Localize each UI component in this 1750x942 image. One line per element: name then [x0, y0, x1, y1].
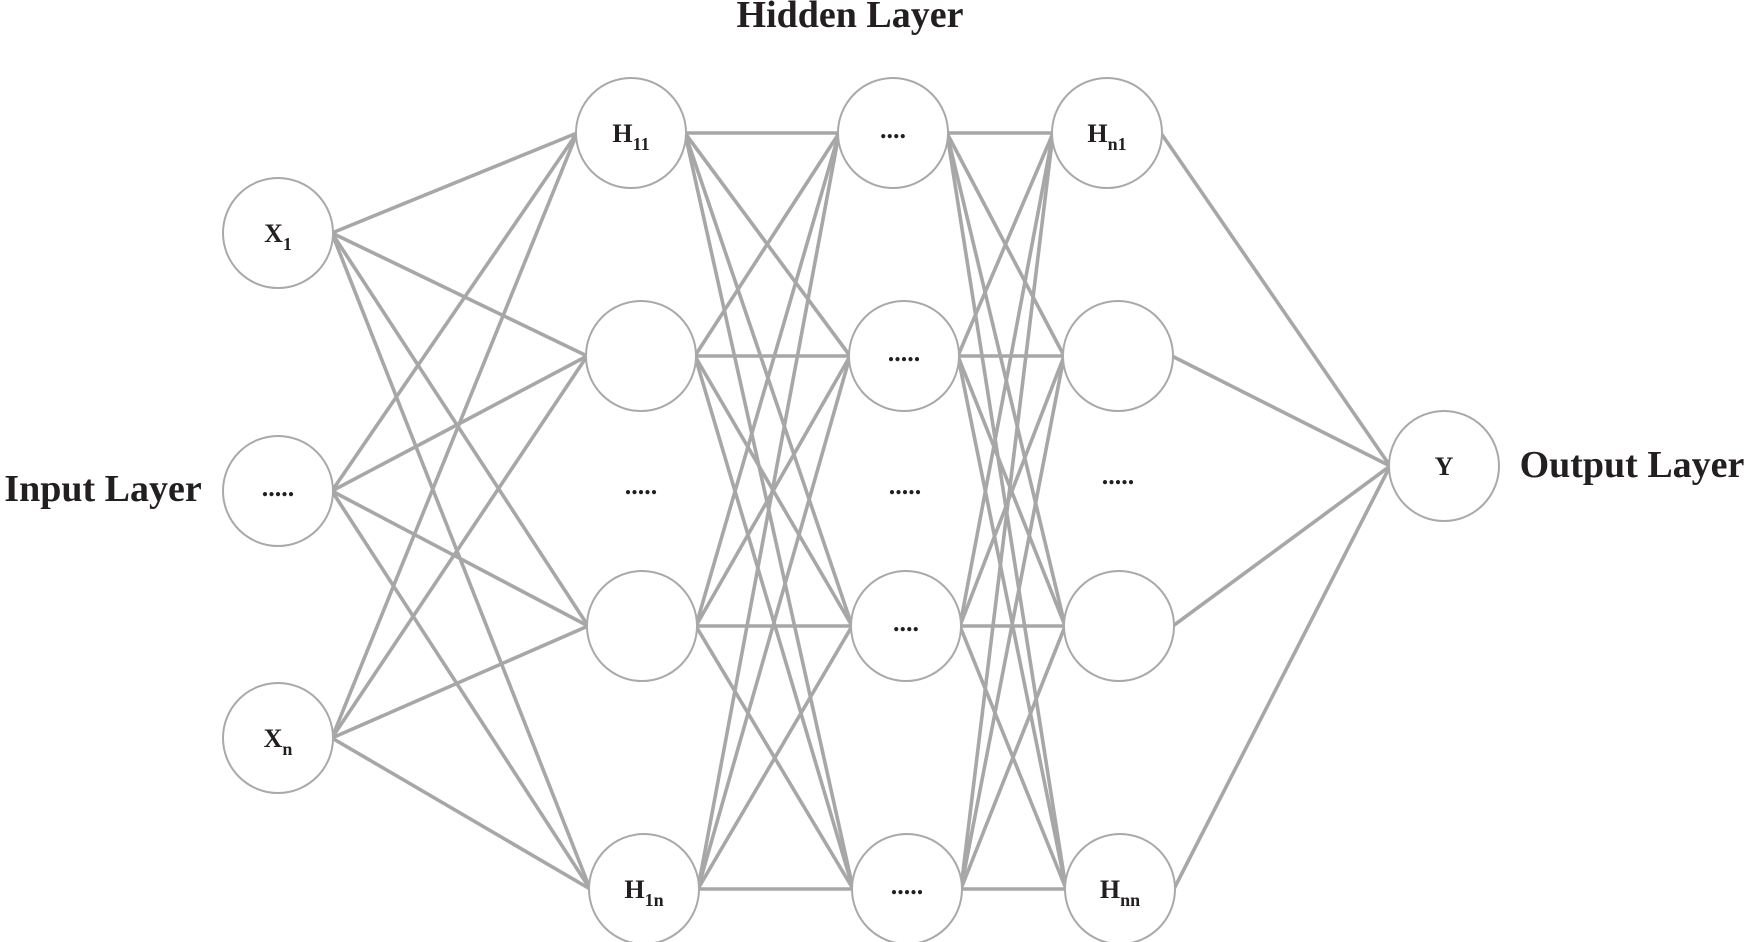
edge-hnn-y [1172, 465, 1392, 890]
node-hn1: Hn1 [1051, 77, 1163, 189]
node-circle-b1 [1062, 300, 1174, 412]
node-main-hn1: H [1087, 119, 1107, 148]
node-sub-h1n: 1n [645, 890, 664, 910]
node-circle-c2d [851, 833, 963, 942]
connections [330, 131, 1392, 891]
node-sub-hnn: nn [1120, 890, 1140, 910]
node-label-hnn: Hnn [1100, 875, 1140, 910]
node-c2c: .... [850, 570, 962, 682]
node-c2a: .... [837, 77, 949, 189]
input-layer-title: Input Layer [4, 468, 202, 510]
node-label-xn: Xn [264, 724, 293, 759]
node-a1 [585, 300, 697, 412]
layer-titles: Hidden Layer Input Layer Output Layer [4, 0, 1744, 510]
node-x1: X1 [222, 177, 334, 289]
node-label-c2c: .... [893, 608, 919, 637]
edge-c2c-b1 [958, 355, 1066, 627]
node-main-c2a: .... [880, 115, 906, 144]
node-circle-h1n [588, 833, 700, 942]
node-circle-c2a [837, 77, 949, 189]
node-circle-a2 [586, 570, 698, 682]
edge-c2c-hn1 [958, 132, 1055, 627]
edge-xn-h11 [330, 132, 579, 739]
node-main-x1: X [264, 219, 283, 248]
hidden-col2-ellipsis: ..... [889, 471, 922, 500]
node-main-c2d: ..... [891, 871, 924, 900]
hidden-layer-title: Hidden Layer [737, 0, 964, 36]
edge-c2d-b2 [959, 625, 1067, 890]
node-label-h1n: H1n [624, 875, 663, 910]
node-label-y: Y [1435, 452, 1454, 481]
node-a2 [586, 570, 698, 682]
edge-h1n-c2b [696, 355, 852, 890]
node-label-hn1: Hn1 [1087, 119, 1126, 154]
node-sub-h11: 11 [633, 134, 650, 154]
edge-a1-c2a [693, 132, 841, 357]
node-y: Y [1388, 410, 1500, 522]
edge-xn-a2 [331, 624, 589, 740]
edge-xn-a1 [330, 355, 589, 739]
edge-xn-h1n [330, 736, 592, 891]
node-sub-hn1: n1 [1108, 134, 1127, 154]
node-main-xn: X [264, 724, 283, 753]
node-circle-b2 [1063, 570, 1175, 682]
node-h1n: H1n [588, 833, 700, 942]
edge-x1-a2 [330, 232, 590, 627]
layer-ellipses: ..... ..... ..... [625, 461, 1135, 500]
node-main-c2b: ..... [888, 338, 921, 367]
node-circle-hn1 [1051, 77, 1163, 189]
node-c2b: ..... [848, 300, 960, 412]
node-label-c2a: .... [880, 115, 906, 144]
node-sub-xn: n [282, 739, 292, 759]
edge-x1-a1 [331, 231, 588, 358]
edge-a2-c2a [694, 132, 841, 627]
edge-b1-y [1171, 354, 1391, 468]
node-main-xdots: ..... [262, 473, 295, 502]
node-label-c2d: ..... [891, 871, 924, 900]
node-hnn: Hnn [1064, 833, 1176, 942]
node-circle-x1 [222, 177, 334, 289]
edge-hn1-y [1159, 131, 1392, 468]
node-circle-c2c [850, 570, 962, 682]
edge-c2d-hn1 [959, 132, 1055, 890]
node-circle-h11 [575, 77, 687, 189]
edge-x1-h11 [331, 131, 578, 235]
edge-xdots-h11 [330, 131, 579, 493]
edge-c2d-b1 [959, 355, 1066, 890]
node-circle-c2b [848, 300, 960, 412]
node-circle-xdots [222, 435, 334, 547]
node-circle-hnn [1064, 833, 1176, 942]
node-main-c2c: .... [893, 608, 919, 637]
node-c2d: ..... [851, 833, 963, 942]
node-main-h1n: H [624, 875, 644, 904]
node-main-h11: H [612, 119, 632, 148]
edge-b2-y [1171, 464, 1392, 628]
node-label-xdots: ..... [262, 473, 295, 502]
node-b2 [1063, 570, 1175, 682]
node-main-y: Y [1435, 452, 1454, 481]
edge-xdots-h1n [330, 490, 592, 890]
edge-c2b-hn1 [956, 132, 1055, 357]
hidden-col3-ellipsis: ..... [1102, 461, 1135, 490]
node-label-c2b: ..... [888, 338, 921, 367]
edge-h1n-c2a [696, 132, 841, 890]
edge-h1n-c2c [696, 625, 854, 890]
node-sub-x1: 1 [283, 234, 292, 254]
node-label-h11: H11 [612, 119, 649, 154]
output-layer-title: Output Layer [1520, 444, 1745, 486]
node-h11: H11 [575, 77, 687, 189]
node-b1 [1062, 300, 1174, 412]
node-circle-a1 [585, 300, 697, 412]
hidden-col1-ellipsis: ..... [625, 471, 658, 500]
edge-xdots-a2 [331, 489, 589, 628]
node-label-x1: X1 [264, 219, 292, 254]
node-xdots: ..... [222, 435, 334, 547]
node-xn: Xn [222, 682, 334, 794]
node-circle-y [1388, 410, 1500, 522]
node-main-hnn: H [1100, 875, 1120, 904]
node-circle-xn [222, 682, 334, 794]
